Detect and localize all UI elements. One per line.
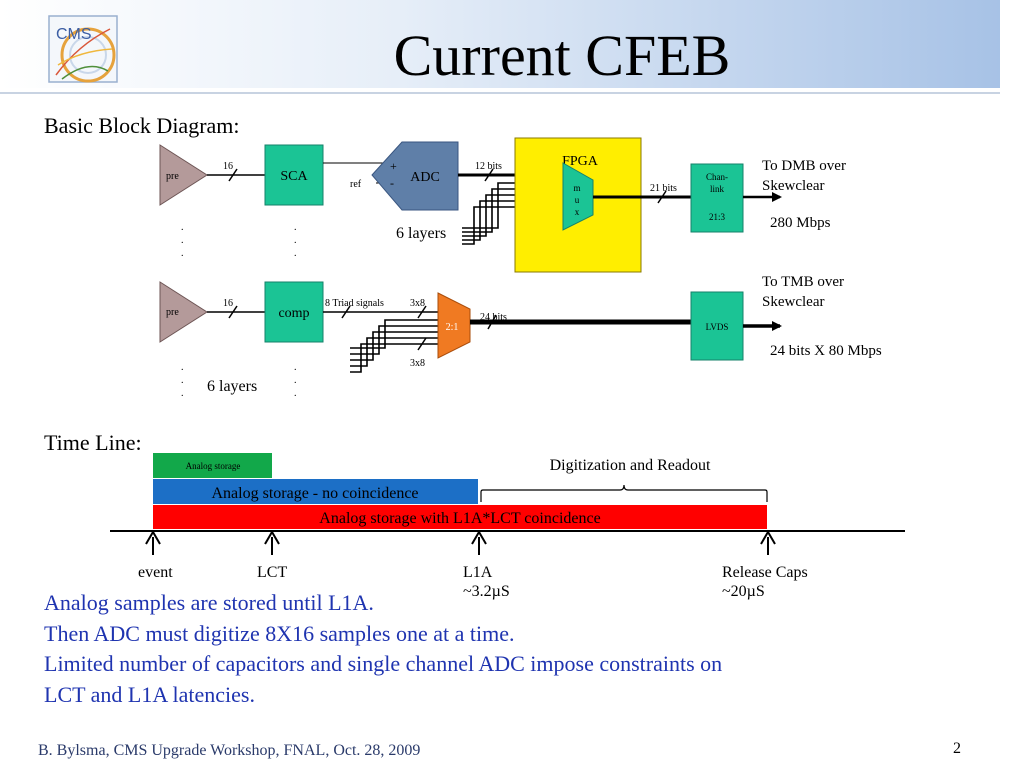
upper-layer-bus-stack <box>462 182 515 245</box>
lower-layer-bus-stack <box>350 319 438 373</box>
adc-plus: + <box>390 159 397 173</box>
svg-text:.: . <box>294 235 297 246</box>
timeline-bar-mid <box>153 479 478 504</box>
timeline-bar-short-label: Analog storage <box>186 461 241 471</box>
svg-text:.: . <box>294 388 297 399</box>
fpga-bits-label: 21 bits <box>650 183 677 194</box>
svg-text:.: . <box>294 375 297 386</box>
footer: B. Bylsma, CMS Upgrade Workshop, FNAL, O… <box>38 742 421 759</box>
event-label-lct: LCT <box>257 564 288 581</box>
triad-label: 8 Triad signals <box>325 298 384 309</box>
preamp-lower <box>159 281 208 343</box>
sca-block <box>264 144 324 206</box>
cms-logo: CMS <box>48 15 118 83</box>
event-sub-l1a: ~3.2µS <box>463 583 510 600</box>
header-band <box>0 0 1000 88</box>
timeline-bar-mid-label: Analog storage - no coincidence <box>211 485 418 502</box>
bullet-line: LCT and L1A latencies. <box>44 681 255 707</box>
dmb-dest-line2: Skewclear <box>762 178 824 194</box>
mux-letter-x: x <box>575 207 580 217</box>
upper-ellipsis: . . . . . . <box>181 222 297 259</box>
mux-letter-u: u <box>575 195 580 205</box>
fpga-label: FPGA <box>562 154 599 169</box>
adc-bits-label: 12 bits <box>475 161 502 172</box>
block-diagram-heading: Basic Block Diagram: <box>44 113 240 138</box>
readout-brace <box>480 484 768 502</box>
preamp-lower-label: pre <box>166 307 179 318</box>
bus-slash-upper <box>228 168 238 182</box>
page-number: 2 <box>953 740 961 757</box>
mux-letter-m: m <box>573 183 580 193</box>
mux-in-top-label: 3x8 <box>410 298 425 309</box>
preamp-upper <box>159 144 208 206</box>
chanlink-line2: link <box>710 184 725 194</box>
dmb-dest-line1: To DMB over <box>762 158 846 174</box>
ref-label: ref <box>350 179 362 190</box>
event-label-event: event <box>138 564 173 581</box>
bullet-line: Analog samples are stored until L1A. <box>44 590 374 615</box>
bullet-line: Limited number of capacitors and single … <box>44 651 723 676</box>
svg-text:.: . <box>181 222 184 233</box>
fpga-mux <box>562 162 594 231</box>
svg-text:.: . <box>181 248 184 259</box>
svg-text:.: . <box>294 362 297 373</box>
lower-mux <box>437 292 471 359</box>
bus-slash-3x8-top <box>417 305 427 319</box>
slide-title: Current CFEB <box>393 23 731 88</box>
timeline-bar-short <box>153 453 272 478</box>
tmb-dest-line1: To TMB over <box>762 274 844 290</box>
bus-slash-lower <box>228 305 238 319</box>
svg-text:.: . <box>181 235 184 246</box>
bus-slash-21 <box>657 190 667 204</box>
bus-slash-3x8-bottom <box>417 337 427 351</box>
tmb-rate: 24 bits X 80 Mbps <box>770 343 882 359</box>
chanlink-block <box>690 163 744 233</box>
tmb-dest-line2: Skewclear <box>762 294 824 310</box>
sca-label: SCA <box>280 169 308 184</box>
svg-text:.: . <box>181 375 184 386</box>
bus-slash-24 <box>487 314 497 330</box>
logo-text: CMS <box>56 26 92 43</box>
svg-text:.: . <box>294 222 297 233</box>
bullet-text: Analog samples are stored until L1A. The… <box>44 588 944 710</box>
bus-slash-12 <box>484 168 494 182</box>
lower-bits-label: 24 bits <box>480 312 507 323</box>
event-sub-release: ~20µS <box>722 583 765 600</box>
mux-in-bottom-label: 3x8 <box>410 358 425 369</box>
preamp-upper-label: pre <box>166 171 179 182</box>
lower-ellipsis: . . . . . . <box>181 362 297 399</box>
header-divider <box>0 92 1000 94</box>
comp-block <box>264 281 324 343</box>
bullet-line: Then ADC must digitize 8X16 samples one … <box>44 620 515 646</box>
lvds-label: LVDS <box>706 322 729 332</box>
bus-width-lower: 16 <box>223 298 233 309</box>
timeline-bar-long <box>153 505 767 529</box>
comp-label: comp <box>278 306 309 321</box>
svg-text:.: . <box>294 248 297 259</box>
adc-label: ADC <box>410 170 440 185</box>
upper-layers-label: 6 layers <box>396 225 446 242</box>
chanlink-line1: Chan- <box>706 172 728 182</box>
dmb-rate: 280 Mbps <box>770 215 831 231</box>
timeline-event-arrows <box>145 530 776 555</box>
event-label-release: Release Caps <box>722 564 808 581</box>
chanlink-ratio: 21:3 <box>709 212 726 222</box>
svg-text:.: . <box>181 388 184 399</box>
lower-mux-ratio: 2:1 <box>446 322 459 333</box>
timeline-heading: Time Line: <box>44 430 142 455</box>
bus-width-upper: 16 <box>223 161 233 172</box>
timeline-bar-long-label: Analog storage with L1A*LCT coincidence <box>319 510 600 527</box>
bus-slash-triad <box>341 305 351 319</box>
event-label-l1a: L1A <box>463 564 493 581</box>
lower-layers-label: 6 layers <box>207 378 257 395</box>
svg-text:.: . <box>181 362 184 373</box>
readout-brace-label: Digitization and Readout <box>550 457 711 474</box>
adc-minus: - <box>390 176 394 190</box>
